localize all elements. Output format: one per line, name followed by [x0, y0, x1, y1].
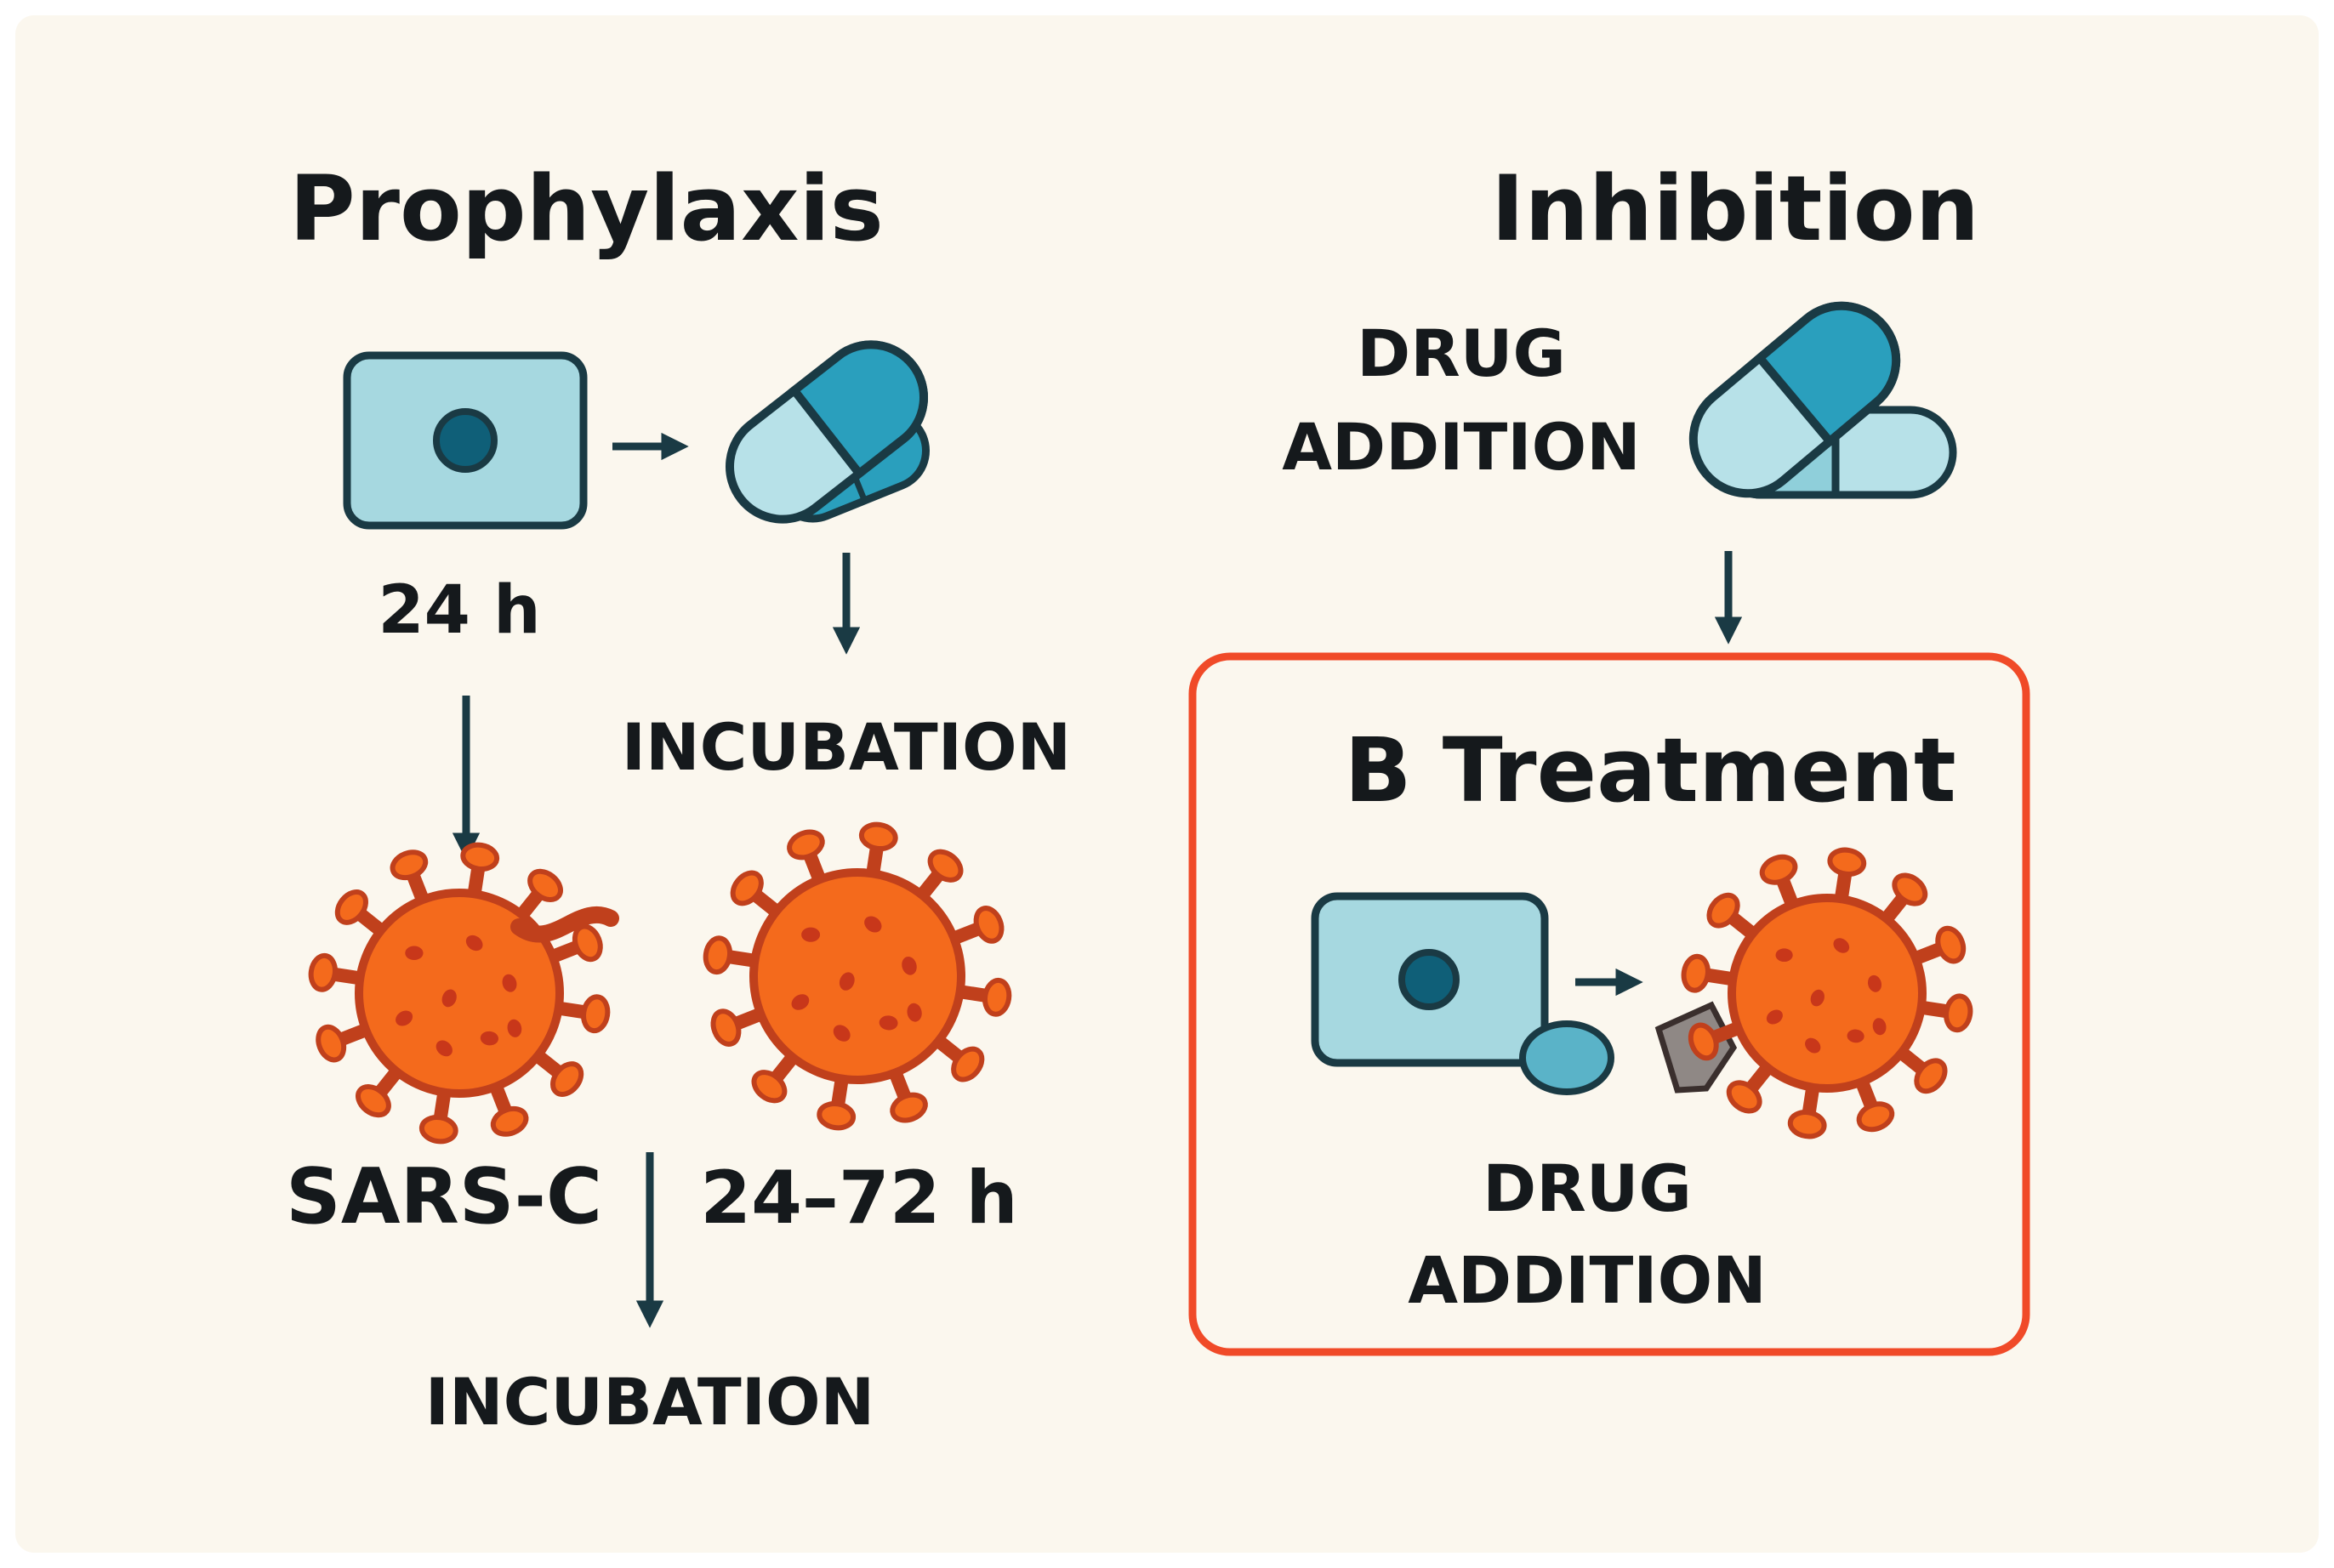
incubation-time-label: 24 h	[378, 572, 540, 649]
drug-addition-label-line1: DRUG	[1357, 315, 1566, 391]
treatment-box-title: B Treatment	[1344, 719, 1955, 822]
drug-addition-label-line1: DRUG	[1483, 1150, 1692, 1226]
drug-addition-label-line2: ADDITION	[1282, 409, 1641, 485]
incubation-step-label: INCUBATION	[622, 709, 1072, 785]
incubation-time-label: 24–72 h	[700, 1156, 1018, 1241]
virus-icon	[1681, 847, 1973, 1139]
drug-particle-icon	[1519, 1020, 1614, 1095]
virus-tail	[510, 906, 619, 943]
cell-icon	[1311, 892, 1549, 1067]
incubation-step-label: INCUBATION	[425, 1364, 875, 1440]
cell-icon	[343, 351, 588, 530]
inhibition-title: Inhibition	[1491, 156, 1979, 261]
pill-icon	[725, 340, 931, 524]
prophylaxis-title: Prophylaxis	[289, 156, 884, 261]
drug-addition-label-line2: ADDITION	[1408, 1242, 1767, 1318]
virus-name-label: SARS-C	[286, 1152, 602, 1241]
virus-icon	[703, 821, 1012, 1131]
pill-icon	[1688, 301, 1957, 499]
virus-icon	[308, 842, 611, 1145]
treatment-box	[1188, 652, 2030, 1356]
